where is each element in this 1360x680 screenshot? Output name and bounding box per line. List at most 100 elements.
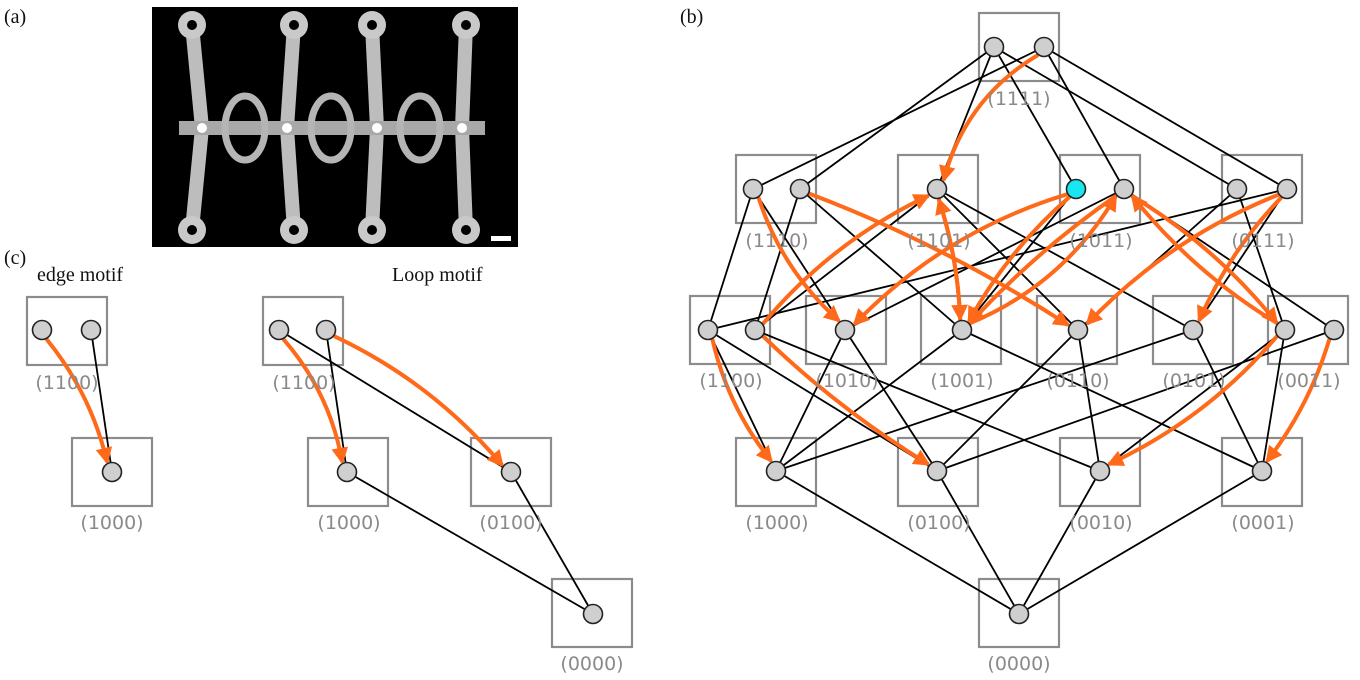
state-box-0001 [1220,436,1304,508]
hysteron-node-b1 [926,178,948,200]
arrow-d2-i1 [1197,195,1283,324]
edge-motif-title: edge motif [37,264,123,286]
state-label-1000: (1000) [80,512,143,534]
state-box-1001 [919,294,1003,366]
arrow-E1-E3 [44,337,113,465]
state-box-0110 [1035,294,1119,366]
arrow-c1-g1 [967,195,1072,324]
edge-t1-d1 [993,46,1238,190]
state-label-0000: (0000) [560,653,623,675]
arrow-j1-m1 [1106,334,1279,467]
state-label-0001: (0001) [1231,512,1294,534]
photo-scale-bar [491,236,511,241]
hysteron-node-f1 [834,319,856,341]
arrow-e2-b1 [761,193,931,326]
hysteron-node-P3 [336,461,358,483]
hysteron-node-P4 [500,461,522,483]
hysteron-node-t2 [1033,36,1055,58]
hysteron-node-j1 [1274,319,1296,341]
edge-i1-n1 [1192,329,1263,472]
edge-b1-e2 [754,188,938,331]
edge-d2-e1 [707,188,1288,331]
arrow-t2-b1 [939,53,1040,183]
state-label-1010: (1010) [815,370,878,392]
edge-e2-m1 [754,329,1101,472]
edge-t2-d2 [1043,46,1288,190]
state-label-1001: (1001) [930,370,993,392]
edge-a2-e2 [754,188,801,331]
state-label-1011: (1011) [1069,230,1132,252]
edge-P1-P4 [278,329,512,473]
photo-panel [152,7,518,247]
state-box-0111 [1220,153,1304,225]
hysteron-node-P1 [268,319,290,341]
edge-h1-m1 [1077,329,1101,472]
state-box-1100 [688,294,772,366]
arrow-c2-j1 [1130,193,1279,325]
hysteron-node-h1 [1067,319,1089,341]
arrow-j1-c2 [1130,194,1279,326]
edge-P4-P5 [510,471,594,615]
arrow-j2-n1 [1265,338,1332,464]
state-label-0010: (0010) [1069,512,1132,534]
hysteron-node-e1 [697,319,719,341]
hysteron-node-o1 [1008,603,1030,625]
state-label-0101: (0101) [1162,370,1225,392]
arrow-P1-P3 [281,337,349,465]
state-label-0100: (0100) [479,512,542,534]
edge-j1-m1 [1099,329,1286,472]
edge-n1-o1 [1018,470,1263,615]
state-label-1000: (1000) [317,512,380,534]
hysteron-node-e2 [744,319,766,341]
arrow-g1-b1 [935,197,963,321]
state-box-0000 [977,577,1061,649]
hysteron-node-a2 [789,178,811,200]
arrow-a2-h1 [808,191,1071,327]
photo-rings [221,92,444,164]
hysteron-node-P2 [315,319,337,341]
photo-beams [185,18,473,237]
edge-g1-n1 [961,329,1263,472]
arrow-c2-g1 [968,193,1118,325]
hysteron-node-E3 [101,461,123,483]
hysteron-node-g1 [951,319,973,341]
hysteron-node-E2 [80,319,102,341]
edge-j2-l1 [936,329,1335,472]
arrow-d2-h1 [1085,192,1280,326]
hysteron-node-l1 [926,460,948,482]
hysteron-node-c2 [1113,178,1135,200]
loop-motif-title: Loop motif [392,264,483,286]
hysteron-node-n1 [1251,460,1273,482]
edge-f1-k1 [775,329,846,472]
edge-P3-P5 [346,471,594,615]
edge-h1-l1 [936,329,1079,472]
state-box-0011 [1266,294,1350,366]
state-label-1111: (1111) [987,88,1050,110]
hysteron-node-E1 [31,319,53,341]
arrow-e1-k1 [710,338,773,464]
hysteron-node-t1 [983,36,1005,58]
edge-t2-a1 [752,46,1045,190]
state-label-1110: (1110) [745,230,808,252]
edge-i1-k1 [775,329,1194,472]
state-box-0010 [1058,436,1142,508]
arrow-e2-l1 [761,334,931,466]
state-label-0011: (0011) [1277,370,1340,392]
state-box-0100 [469,436,553,508]
state-label-0000: (0000) [987,653,1050,675]
hysteron-node-i1 [1182,319,1204,341]
panel-label-c: (c) [4,247,26,269]
arrow-a1-f1 [756,196,841,323]
state-box-1101 [896,153,980,225]
edge-k1-o1 [775,470,1020,615]
edge-f1-l1 [844,329,938,472]
state-label-1100: (1100) [699,370,762,392]
hysteron-node-P5 [582,603,604,625]
state-label-1101: (1101) [907,230,970,252]
state-label-1100: (1100) [272,372,335,394]
hysteron-node-m1 [1089,460,1111,482]
edge-g1-k1 [775,329,963,472]
state-box-1111 [977,11,1061,83]
